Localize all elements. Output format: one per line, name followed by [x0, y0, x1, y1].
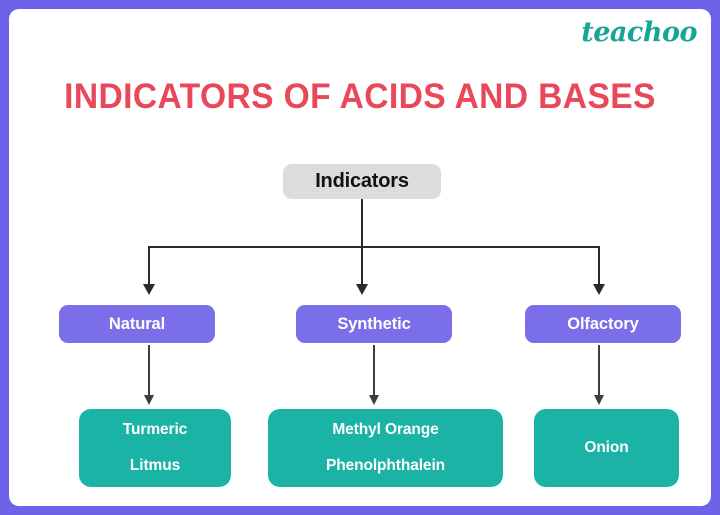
arrow-down-icon-olfactory: [593, 284, 605, 295]
connector-drop-natural: [148, 246, 150, 286]
connector-drop-olfactory: [598, 246, 600, 286]
node-synthetic-label: Synthetic: [337, 314, 411, 333]
connector-stem-methyl: [373, 345, 375, 396]
node-olfactory-examples: Onion: [534, 409, 679, 487]
node-indicators-label: Indicators: [315, 170, 409, 192]
page-title: INDICATORS OF ACIDS AND BASES: [64, 77, 656, 116]
node-olfactory: Olfactory: [525, 305, 681, 343]
arrow-down-icon-turmeric: [143, 395, 154, 405]
connector-stem-onion: [598, 345, 600, 396]
teachoo-logo: teachoo: [581, 17, 697, 48]
leaf-line-litmus: Litmus: [129, 457, 181, 474]
node-natural-label: Natural: [108, 314, 166, 333]
node-synthetic-examples: Methyl Orange Phenolphthalein: [268, 409, 503, 487]
connector-trunk: [361, 199, 363, 248]
arrow-down-icon-methyl: [368, 395, 379, 405]
leaf-line-methyl-orange: Methyl Orange: [332, 420, 439, 438]
leaf-line-turmeric: Turmeric: [122, 420, 188, 438]
arrow-down-icon-synthetic: [356, 284, 368, 295]
leaf-line-onion: Onion: [584, 438, 629, 456]
node-indicators: Indicators: [283, 164, 441, 199]
node-natural-examples: Turmeric Litmus: [79, 409, 231, 487]
poster-canvas: teachoo INDICATORS OF ACIDS AND BASES In…: [9, 9, 711, 506]
node-olfactory-label: Olfactory: [567, 314, 639, 333]
connector-drop-synthetic: [361, 246, 363, 286]
leaf-line-phenolphthalein: Phenolphthalein: [325, 457, 446, 474]
arrow-down-icon-natural: [143, 284, 155, 295]
connector-stem-turmeric: [148, 345, 150, 396]
connector-horizontal-bar: [148, 246, 600, 248]
arrow-down-icon-onion: [593, 395, 604, 405]
node-natural: Natural: [59, 305, 215, 343]
node-synthetic: Synthetic: [296, 305, 452, 343]
